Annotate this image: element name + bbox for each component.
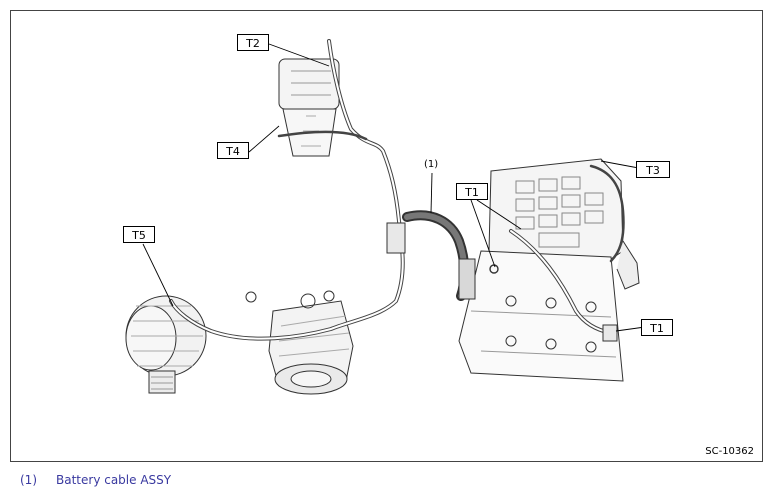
battery-tray-drawing: [458, 250, 624, 382]
legend-number: (1): [20, 473, 37, 487]
callout-t3: T3: [636, 161, 670, 178]
starter-motor-drawing: [278, 58, 340, 157]
diagram-frame: T2 T4 T3 T1 T1 T5 (1) SC-10362: [10, 10, 763, 462]
callout-t5: T5: [123, 226, 155, 243]
callout-t1-top: T1: [456, 183, 488, 200]
legend-text: Battery cable ASSY: [56, 473, 172, 487]
alternator-drawing: [125, 295, 207, 394]
figure-id: SC-10362: [705, 446, 754, 457]
compressor-drawing: [245, 290, 354, 395]
legend-caption: (1) Battery cable ASSY: [20, 473, 171, 487]
part-label-1: (1): [424, 159, 439, 170]
wiring-illustration: [125, 39, 646, 395]
callout-t4: T4: [217, 142, 249, 159]
battery-cable-assy: [169, 39, 625, 342]
leader-lines: [142, 43, 646, 332]
callout-t1-bottom: T1: [641, 319, 673, 336]
callout-t2: T2: [237, 34, 269, 51]
